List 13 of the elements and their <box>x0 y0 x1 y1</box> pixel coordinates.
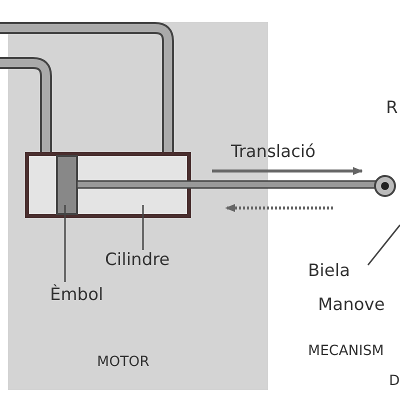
leader-line <box>64 205 66 282</box>
direction-label: Translació <box>231 144 316 161</box>
part-label: Biela <box>308 263 350 280</box>
leader-line <box>367 224 400 266</box>
section-label: MECANISM <box>308 344 384 358</box>
leader-line <box>142 205 144 250</box>
part-label: Cilindre <box>105 252 170 269</box>
part-label: Manove <box>318 297 385 314</box>
section-label: MOTOR <box>97 355 150 369</box>
piston <box>56 155 78 215</box>
section-label: D <box>389 374 400 388</box>
cylinder-body <box>25 152 191 218</box>
part-label: R <box>386 100 398 117</box>
